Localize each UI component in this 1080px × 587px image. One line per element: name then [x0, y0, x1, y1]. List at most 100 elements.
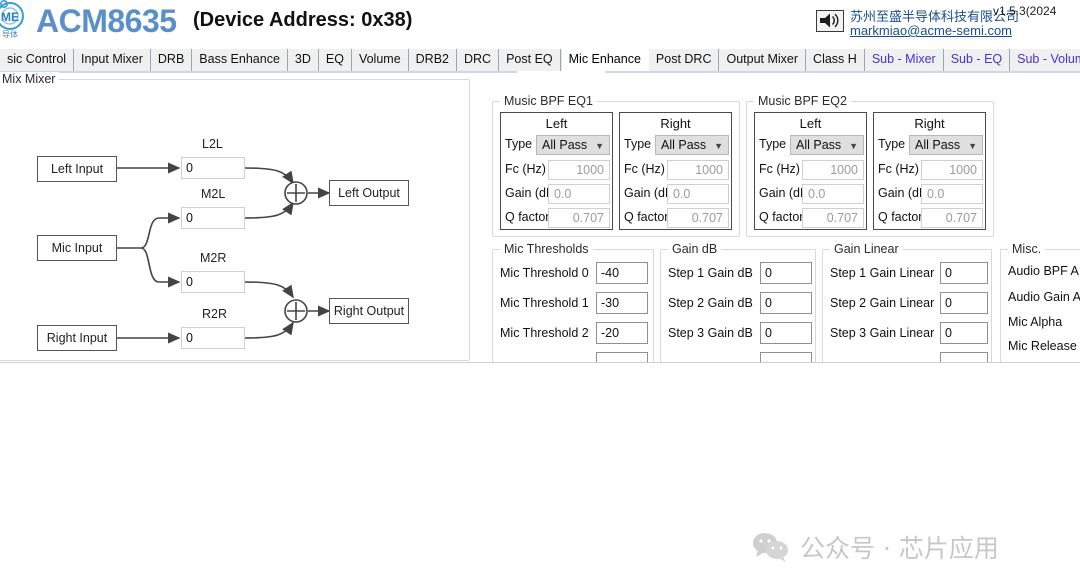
- gain-label-m2r: M2R: [200, 251, 227, 265]
- gain-label-m2l: M2L: [201, 187, 226, 201]
- step-2-gain-db-row: Step 2 Gain dB 0: [668, 292, 812, 318]
- tab-input-mixer[interactable]: Input Mixer: [74, 49, 151, 71]
- step-3-gain-linear-input[interactable]: 0: [940, 322, 988, 344]
- eq2-left-type-select[interactable]: All Pass▼: [790, 135, 864, 155]
- eq1-right-column: Right Type All Pass▼ Fc (Hz) 1000 Gain (…: [619, 112, 732, 230]
- acme-logo-icon: ME 导体: [0, 0, 36, 44]
- eq1-left-q-row: Q factor 0.707: [505, 208, 610, 229]
- eq2-left-fc-row: Fc (Hz) 1000: [759, 160, 864, 181]
- mic-thresholds-title: Mic Thresholds: [500, 242, 593, 256]
- eq2-right-fc-input[interactable]: 1000: [921, 160, 983, 180]
- eq1-left-gain-label: Gain (dB): [505, 186, 559, 200]
- step-1-gain-linear-input[interactable]: 0: [940, 262, 988, 284]
- svg-text:ME: ME: [1, 10, 19, 24]
- eq2-left-gain-input[interactable]: 0.0: [802, 184, 864, 204]
- step-3-gain-linear-label: Step 3 Gain Linear: [830, 326, 935, 340]
- eq2-left-q-input[interactable]: 0.707: [802, 208, 864, 228]
- eq2-left-column: Left Type All Pass▼ Fc (Hz) 1000 Gain (d…: [754, 112, 867, 230]
- logo-sub-text: 导体: [2, 29, 18, 39]
- mix-right-input-box: Right Input: [37, 325, 117, 351]
- step-2-gain-db-input[interactable]: 0: [760, 292, 812, 314]
- gain-input-m2l[interactable]: 0: [181, 207, 245, 229]
- gain-input-m2r[interactable]: 0: [181, 271, 245, 293]
- eq2-left-fc-label: Fc (Hz): [759, 162, 800, 176]
- step-3-gain-linear-row: Step 3 Gain Linear 0: [830, 322, 988, 348]
- mic-threshold-1-input[interactable]: -30: [596, 292, 648, 314]
- tab-drc[interactable]: DRC: [457, 49, 500, 71]
- tab-class-h[interactable]: Class H: [806, 49, 865, 71]
- step-3-gain-db-input[interactable]: 0: [760, 322, 812, 344]
- eq2-right-type-select[interactable]: All Pass▼: [909, 135, 983, 155]
- eq2-right-gain-input[interactable]: 0.0: [921, 184, 983, 204]
- eq2-left-q-row: Q factor 0.707: [759, 208, 864, 229]
- page-title: ACM8635: [36, 3, 177, 39]
- gain-linear-title: Gain Linear: [830, 242, 903, 256]
- gain-input-r2r[interactable]: 0: [181, 327, 245, 349]
- gain-linear-group: Gain Linear Step 1 Gain Linear 0 Step 2 …: [822, 242, 992, 374]
- eq1-left-q-input[interactable]: 0.707: [548, 208, 610, 228]
- company-email-link[interactable]: markmiao@acme-semi.com: [850, 23, 1012, 38]
- speaker-icon: [816, 10, 844, 32]
- eq1-left-type-select[interactable]: All Pass▼: [536, 135, 610, 155]
- eq1-right-type-row: Type All Pass▼: [624, 135, 729, 156]
- chevron-down-icon: ▼: [849, 141, 858, 151]
- tab-mic-enhance[interactable]: Mic Enhance: [560, 49, 649, 71]
- eq1-right-type-label: Type: [624, 137, 652, 151]
- eq1-right-type-select[interactable]: All Pass▼: [655, 135, 729, 155]
- eq2-right-column: Right Type All Pass▼ Fc (Hz) 1000 Gain (…: [873, 112, 986, 230]
- audio-bpf-a-label: Audio BPF A: [1008, 264, 1079, 278]
- mic-threshold-2-input[interactable]: -20: [596, 322, 648, 344]
- eq2-right-fc-label: Fc (Hz): [878, 162, 919, 176]
- step-3-gain-db-row: Step 3 Gain dB 0: [668, 322, 812, 348]
- wechat-watermark: 公众号 · 芯片应用: [752, 527, 999, 567]
- tab-eq[interactable]: EQ: [318, 49, 352, 71]
- tab-sic-control[interactable]: sic Control: [0, 49, 75, 71]
- eq1-left-gain-input[interactable]: 0.0: [548, 184, 610, 204]
- mic-threshold-0-label: Mic Threshold 0: [500, 266, 589, 280]
- step-2-gain-linear-input[interactable]: 0: [940, 292, 988, 314]
- tab-post-drc[interactable]: Post DRC: [648, 49, 720, 71]
- mic-threshold-1-row: Mic Threshold 1 -30: [500, 292, 648, 318]
- gain-label-l2l: L2L: [202, 137, 223, 151]
- eq1-right-fc-input[interactable]: 1000: [667, 160, 729, 180]
- tab-output-mixer[interactable]: Output Mixer: [719, 49, 807, 71]
- step-2-gain-linear-label: Step 2 Gain Linear: [830, 296, 935, 310]
- eq1-left-gain-row: Gain (dB) 0.0: [505, 184, 610, 205]
- music-bpf-eq2-group: Music BPF EQ2 Left Type All Pass▼ Fc (Hz…: [746, 94, 994, 237]
- eq2-right-type-row: Type All Pass▼: [878, 135, 983, 156]
- panel-divider: [0, 362, 1080, 363]
- mic-alpha-label: Mic Alpha: [1008, 315, 1063, 329]
- tab-sub-volume[interactable]: Sub - Volume: [1010, 49, 1080, 71]
- eq2-right-q-input[interactable]: 0.707: [921, 208, 983, 228]
- tab-sub-mixer[interactable]: Sub - Mixer: [864, 49, 944, 71]
- tab-post-eq[interactable]: Post EQ: [499, 49, 561, 71]
- eq1-left-fc-input[interactable]: 1000: [548, 160, 610, 180]
- mic-threshold-2-row: Mic Threshold 2 -20: [500, 322, 648, 348]
- step-2-gain-db-label: Step 2 Gain dB: [668, 296, 753, 310]
- tab-sub-eq[interactable]: Sub - EQ: [943, 49, 1011, 71]
- wechat-watermark-text: 公众号 · 芯片应用: [800, 534, 999, 563]
- mic-threshold-2-label: Mic Threshold 2: [500, 326, 589, 340]
- tab-bass-enhance[interactable]: Bass Enhance: [192, 49, 288, 71]
- gain-input-l2l[interactable]: 0: [181, 157, 245, 179]
- eq2-right-type-label: Type: [878, 137, 906, 151]
- step-1-gain-db-label: Step 1 Gain dB: [668, 266, 753, 280]
- eq2-left-fc-input[interactable]: 1000: [802, 160, 864, 180]
- tab-drb2[interactable]: DRB2: [408, 49, 457, 71]
- mix-mixer-group: Mix Mixer: [0, 72, 470, 361]
- mix-mixer-title: Mix Mixer: [0, 72, 60, 86]
- tab-drb[interactable]: DRB: [150, 49, 193, 71]
- tab-volume[interactable]: Volume: [351, 49, 409, 71]
- eq1-right-q-input[interactable]: 0.707: [667, 208, 729, 228]
- tab-3d[interactable]: 3D: [287, 49, 319, 71]
- step-1-gain-linear-row: Step 1 Gain Linear 0: [830, 262, 988, 288]
- eq2-left-gain-label: Gain (dB): [759, 186, 813, 200]
- eq1-left-fc-row: Fc (Hz) 1000: [505, 160, 610, 181]
- eq1-left-q-label: Q factor: [505, 210, 550, 224]
- mic-threshold-0-input[interactable]: -40: [596, 262, 648, 284]
- eq1-right-q-row: Q factor 0.707: [624, 208, 729, 229]
- step-1-gain-db-input[interactable]: 0: [760, 262, 812, 284]
- mix-right-output-box: Right Output: [329, 298, 409, 324]
- eq1-right-gain-input[interactable]: 0.0: [667, 184, 729, 204]
